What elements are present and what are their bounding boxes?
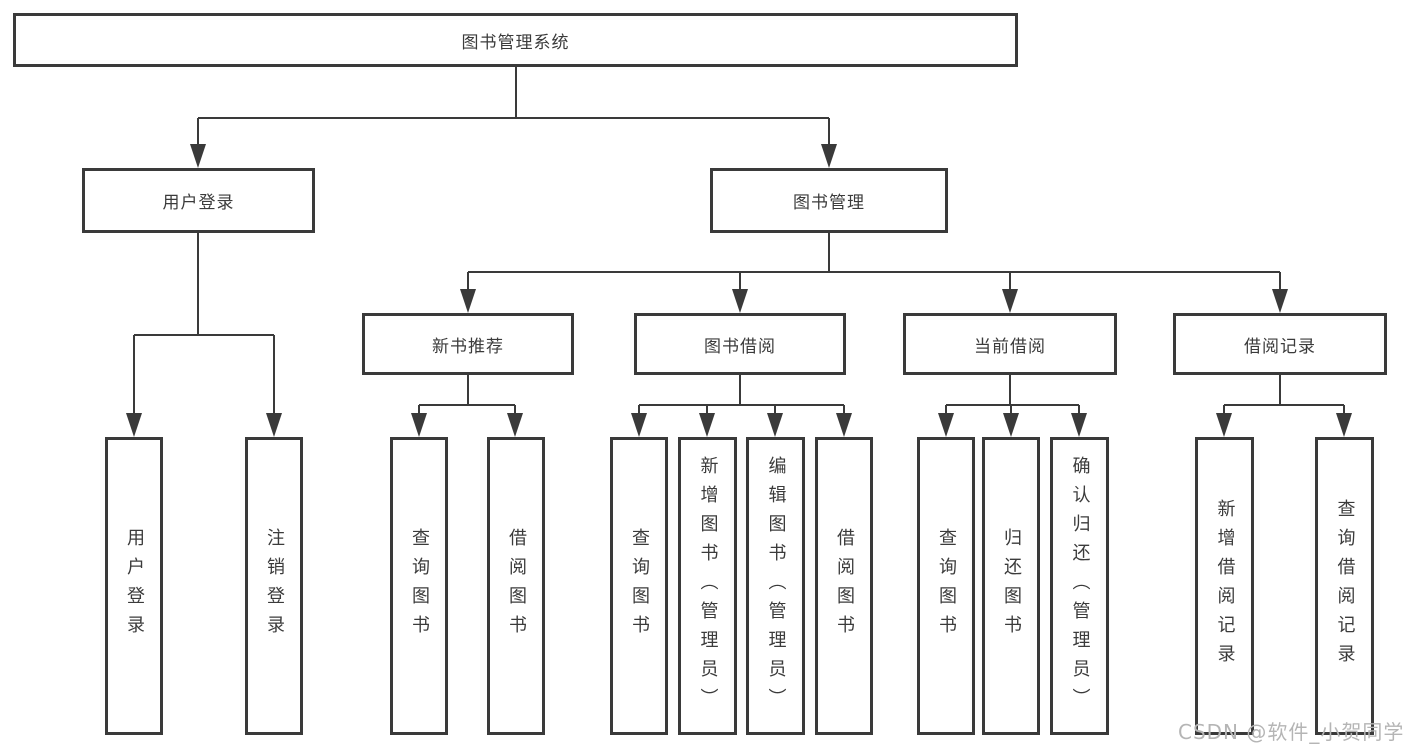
connector-segment [467, 272, 469, 292]
node-label: 图书管理系统 [461, 32, 570, 53]
leaf-label: 归还图书 [1001, 528, 1022, 644]
arrow-down-icon [1071, 413, 1087, 437]
connector-segment [418, 405, 420, 415]
connector-segment [1279, 375, 1281, 406]
arrow-down-icon [266, 413, 282, 437]
arrow-down-icon [190, 144, 206, 168]
leaf-label: 查询图书 [936, 528, 957, 644]
connector-segment [1009, 375, 1011, 406]
leaf-query-borrow-record: 查询借阅记录 [1315, 437, 1374, 735]
node-label: 用户登录 [162, 193, 235, 213]
leaf-label: 新增图书（管理员） [697, 455, 719, 717]
arrow-down-icon [126, 413, 142, 437]
leaf-borrow-books: 借阅图书 [815, 437, 873, 735]
connector-segment [1343, 405, 1345, 415]
node-library-management-system: 图书管理系统 [13, 13, 1018, 67]
connector-segment [1078, 405, 1080, 415]
leaf-label: 借阅图书 [506, 528, 527, 644]
leaf-label: 新增借阅记录 [1214, 499, 1236, 673]
node-current-borrowing: 当前借阅 [903, 313, 1117, 375]
arrow-down-icon [938, 413, 954, 437]
arrow-down-icon [507, 413, 523, 437]
connector-segment [468, 271, 1280, 273]
connector-segment [515, 67, 517, 119]
connector-segment [1010, 405, 1012, 415]
connector-segment [739, 272, 741, 292]
arrow-down-icon [699, 413, 715, 437]
connector-segment [198, 117, 829, 119]
leaf-label: 编辑图书（管理员） [765, 455, 787, 717]
connector-segment [1009, 272, 1011, 292]
arrow-down-icon [767, 413, 783, 437]
arrow-down-icon [1272, 289, 1288, 313]
leaf-label: 查询借阅记录 [1334, 499, 1356, 673]
leaf-user-login: 用户登录 [105, 437, 163, 735]
leaf-query-books-current: 查询图书 [917, 437, 975, 735]
connector-segment [197, 233, 199, 336]
csdn-watermark: CSDN @软件_小贺同学 [1178, 720, 1405, 744]
leaf-label: 确认归还（管理员） [1069, 455, 1091, 717]
arrow-down-icon [732, 289, 748, 313]
connector-segment [1223, 405, 1225, 415]
node-label: 图书借阅 [704, 336, 776, 357]
arrow-down-icon [821, 144, 837, 168]
leaf-label: 借阅图书 [834, 528, 855, 644]
leaf-query-books-borrowing: 查询图书 [610, 437, 668, 735]
connector-segment [774, 405, 776, 415]
connector-segment [828, 118, 830, 148]
arrow-down-icon [460, 289, 476, 313]
connector-segment [946, 404, 1079, 406]
connector-segment [419, 404, 515, 406]
connector-segment [273, 335, 275, 415]
connector-segment [639, 404, 844, 406]
leaf-add-book-admin: 新增图书（管理员） [678, 437, 737, 735]
connector-segment [706, 405, 708, 415]
node-borrow-records: 借阅记录 [1173, 313, 1387, 375]
leaf-label: 注销登录 [264, 528, 285, 644]
leaf-confirm-return-admin: 确认归还（管理员） [1050, 437, 1109, 735]
leaf-query-books-recommend: 查询图书 [390, 437, 448, 735]
connector-segment [843, 405, 845, 415]
node-label: 借阅记录 [1244, 336, 1316, 357]
connector-segment [1279, 272, 1281, 292]
leaf-edit-book-admin: 编辑图书（管理员） [746, 437, 805, 735]
connector-segment [467, 375, 469, 406]
connector-segment [134, 334, 274, 336]
node-user-login-group: 用户登录 [82, 168, 315, 233]
leaf-label: 查询图书 [409, 528, 430, 644]
leaf-add-borrow-record: 新增借阅记录 [1195, 437, 1254, 735]
arrow-down-icon [1003, 413, 1019, 437]
connector-segment [828, 233, 830, 273]
leaf-logout: 注销登录 [245, 437, 303, 735]
leaf-borrow-books-recommend: 借阅图书 [487, 437, 545, 735]
node-label: 当前借阅 [974, 336, 1046, 357]
connector-segment [945, 405, 947, 415]
arrow-down-icon [1216, 413, 1232, 437]
node-label: 图书管理 [793, 193, 865, 213]
arrow-down-icon [631, 413, 647, 437]
node-book-management: 图书管理 [710, 168, 948, 233]
node-book-borrowing: 图书借阅 [634, 313, 846, 375]
connector-segment [1224, 404, 1344, 406]
connector-segment [638, 405, 640, 415]
arrow-down-icon [836, 413, 852, 437]
node-label: 新书推荐 [432, 336, 504, 357]
connector-segment [197, 118, 199, 148]
connector-segment [133, 335, 135, 415]
connector-segment [739, 375, 741, 406]
arrow-down-icon [1002, 289, 1018, 313]
leaf-label: 查询图书 [629, 528, 650, 644]
arrow-down-icon [1336, 413, 1352, 437]
arrow-down-icon [411, 413, 427, 437]
leaf-label: 用户登录 [124, 528, 145, 644]
leaf-return-books: 归还图书 [982, 437, 1040, 735]
connector-segment [514, 405, 516, 415]
node-new-book-recommend: 新书推荐 [362, 313, 574, 375]
